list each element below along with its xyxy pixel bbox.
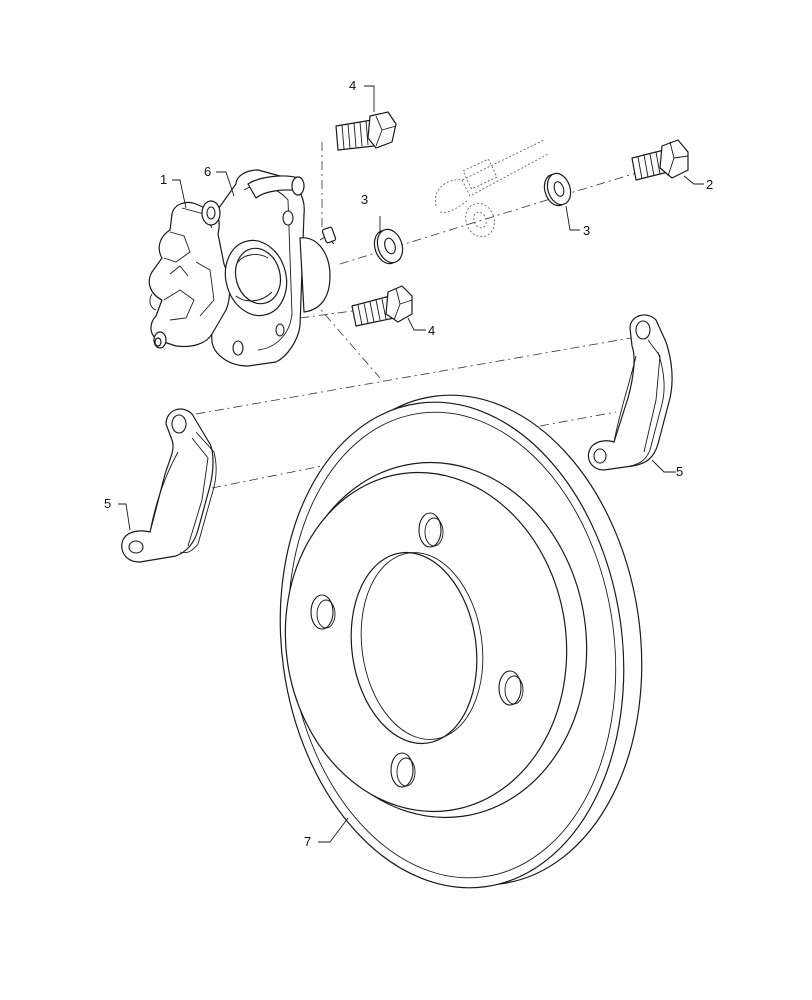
brake-pad-right [587, 314, 673, 471]
brake-pad-left [121, 408, 217, 563]
brake-caliper [148, 169, 337, 367]
callout-leaders [118, 85, 704, 843]
callout-labels: 4 2 3 3 4 1 6 5 5 7 [104, 78, 713, 849]
callout-1: 1 [160, 172, 167, 187]
callout-7: 7 [304, 834, 311, 849]
callout-3-right: 3 [583, 223, 590, 238]
bolt-upper [335, 111, 397, 151]
bolt-lower [351, 285, 413, 327]
callout-4-lower: 4 [428, 323, 435, 338]
callout-4-upper: 4 [349, 78, 356, 93]
callout-2: 2 [706, 177, 713, 192]
callout-5-left: 5 [104, 496, 111, 511]
bolt-right [631, 139, 689, 181]
brake-hose-phantom [434, 139, 549, 238]
washer-left [373, 228, 404, 265]
washer-right [543, 172, 572, 207]
callout-3-left: 3 [361, 192, 368, 207]
brake-disc [279, 394, 643, 889]
callout-6: 6 [204, 164, 211, 179]
disc-bolt-holes [310, 512, 524, 788]
callout-5-right: 5 [676, 464, 683, 479]
